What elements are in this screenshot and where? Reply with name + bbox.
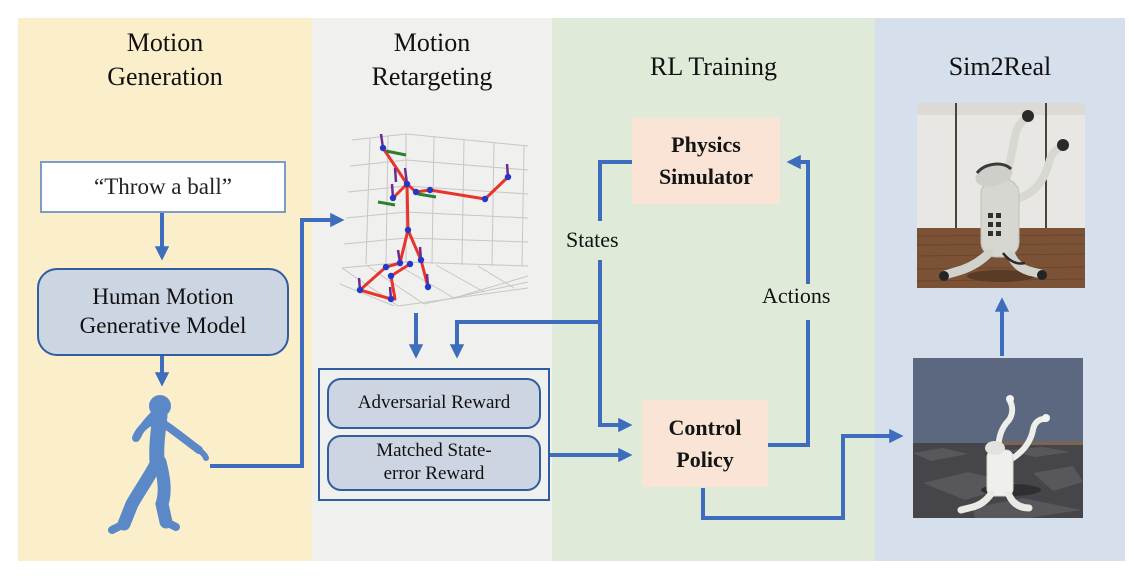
simulation-render <box>913 358 1083 518</box>
control-policy-box: Control Policy <box>642 400 768 487</box>
matched-state-error-reward-box: Matched State- error Reward <box>327 435 541 491</box>
title-motion-retargeting: Motion Retargeting <box>371 28 493 91</box>
actions-label: Actions <box>762 283 831 308</box>
human-figure-illustration <box>108 395 209 534</box>
joint-x-axes <box>377 149 437 207</box>
reward-group-box <box>318 368 550 501</box>
sim-robot <box>957 395 1050 514</box>
adversarial-reward-box: Adversarial Reward <box>327 378 541 429</box>
title-motion-generation: Motion Generation <box>107 28 223 91</box>
skeleton-joints <box>356 144 512 303</box>
robot-body <box>939 110 1069 281</box>
text-prompt-box: “Throw a ball” <box>40 161 286 213</box>
physics-simulator-box: Physics Simulator <box>632 118 780 204</box>
states-label: States <box>566 227 619 252</box>
text-prompt: “Throw a ball” <box>94 174 232 199</box>
human-motion-generative-model-box: Human Motion Generative Model <box>37 268 289 356</box>
title-sim2real: Sim2Real <box>948 52 1052 81</box>
skeleton-3d-plot <box>339 133 529 307</box>
title-rl-training: RL Training <box>650 52 777 81</box>
plot-grid <box>339 133 529 307</box>
real-robot-photo <box>917 103 1085 288</box>
